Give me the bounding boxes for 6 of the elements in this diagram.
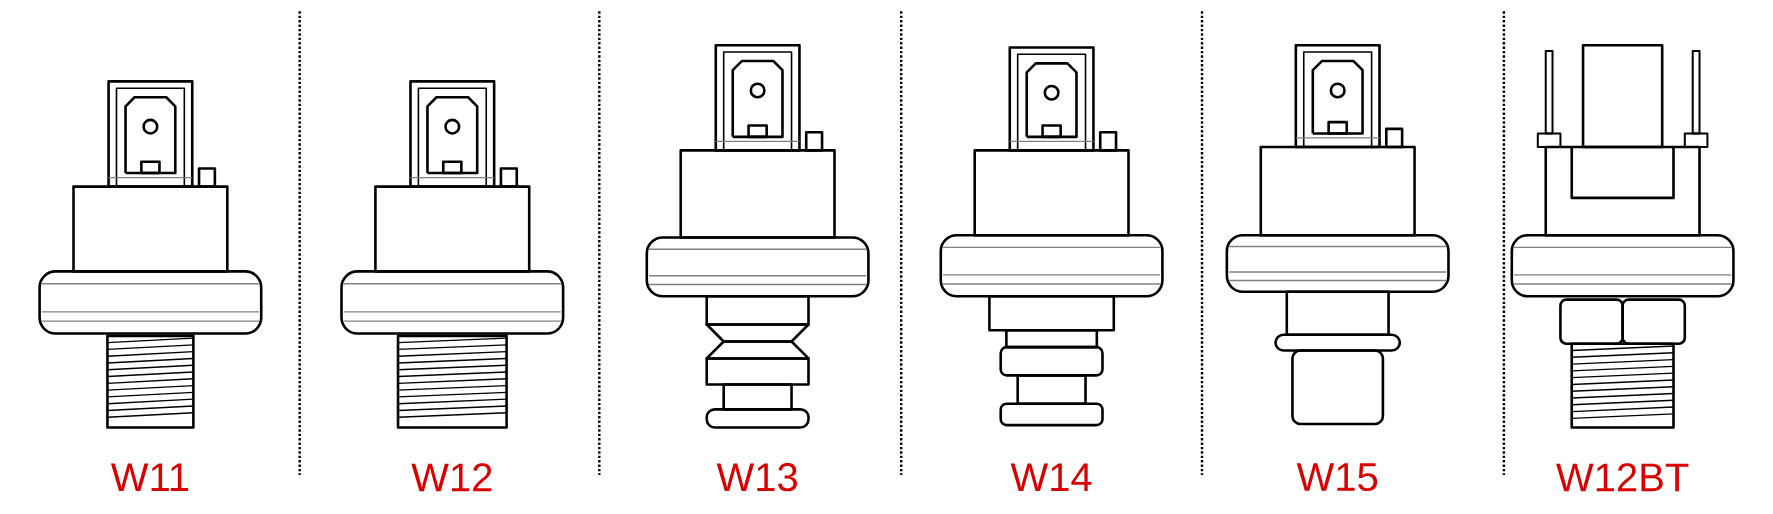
model-label: W15 [1296, 463, 1378, 491]
model-label: W11 [110, 463, 189, 491]
model-label: W13 [716, 462, 797, 492]
model-label: W12BT [1556, 463, 1689, 491]
model-label: W12 [411, 463, 492, 491]
model-label: W14 [1010, 463, 1092, 491]
